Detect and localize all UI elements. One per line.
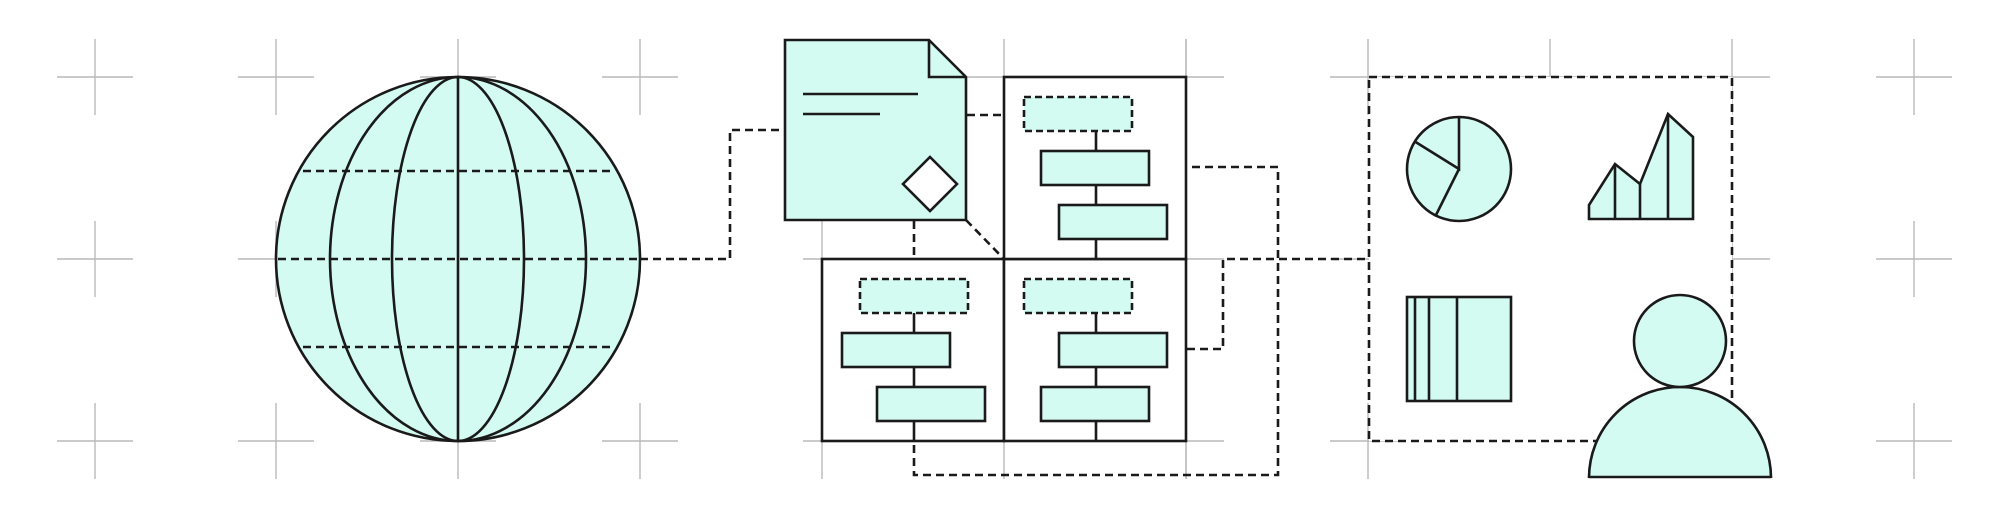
flowchart-panel-top <box>1002 75 1188 261</box>
grid-cross <box>57 221 133 297</box>
connector-panel-loop <box>912 165 1280 477</box>
grid-cross <box>238 403 314 479</box>
globe-latitudes <box>278 169 640 349</box>
grid-cross <box>57 403 133 479</box>
grid-cross <box>1876 403 1952 479</box>
flow-start-node <box>1022 277 1134 315</box>
diamond-icon <box>901 155 959 213</box>
flow-start-node <box>858 277 970 315</box>
grid-cross <box>57 39 133 115</box>
grid-cross <box>1876 221 1952 297</box>
flow-start-node <box>1022 95 1134 133</box>
flow-process-node <box>1057 203 1169 241</box>
flow-process-node <box>1039 385 1151 423</box>
area-chart-icon <box>1587 111 1695 221</box>
grid-cross <box>1876 39 1952 115</box>
grid-cross <box>602 403 678 479</box>
connector-panel-to-dashboard <box>1187 257 1369 351</box>
user-head <box>1632 293 1728 389</box>
connector-globe-to-document <box>640 128 785 261</box>
flowchart-panel-bottom-left <box>820 257 1006 443</box>
document-corner-fold <box>927 40 966 79</box>
flow-process-node <box>1057 331 1169 369</box>
pie-chart-slices <box>1413 117 1461 216</box>
pie-chart-icon <box>1405 115 1513 223</box>
grid-cross <box>602 39 678 115</box>
document-icon <box>783 38 968 222</box>
connectors <box>640 113 1369 477</box>
flow-process-node <box>875 385 987 423</box>
connector-document-diagonal <box>965 219 1005 260</box>
grid-cross <box>238 39 314 115</box>
flowchart-panel-bottom-right <box>1002 257 1188 443</box>
table-icon <box>1405 295 1513 403</box>
user-icon <box>1587 293 1773 479</box>
flow-process-node <box>1039 149 1151 187</box>
globe-icon <box>274 75 642 443</box>
flow-process-node <box>840 331 952 369</box>
